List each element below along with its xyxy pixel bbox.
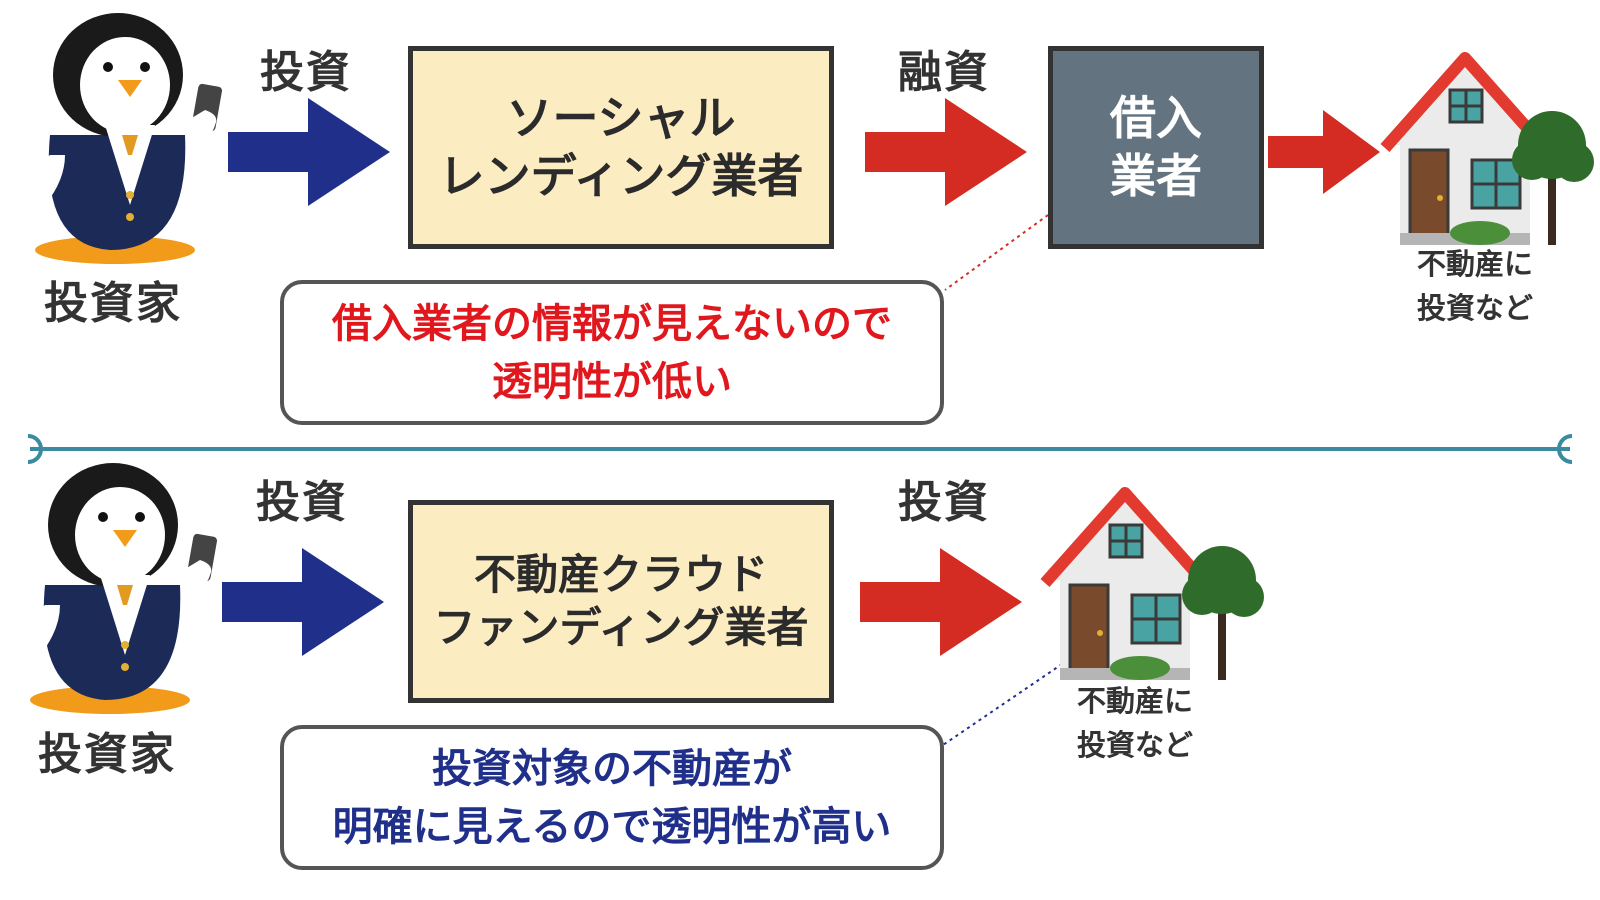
penguin-investor-icon — [33, 13, 223, 264]
borrower-box: 借入 業者 — [1048, 46, 1264, 249]
bottom-invest-label-2: 投資 — [898, 477, 990, 528]
crowdfunding-line1: 不動産クラウド — [473, 550, 768, 599]
loan-arrow — [865, 98, 1027, 206]
top-invest-label: 投資 — [260, 47, 352, 98]
bottom-house-caption-line1: 不動産に — [1076, 684, 1193, 718]
bottom-investor-label: 投資家 — [38, 729, 176, 780]
crowdfunding-box: 不動産クラウド ファンディング業者 — [408, 500, 834, 703]
top-house-icon — [1380, 52, 1594, 245]
bottom-note: 投資対象の不動産が 明確に見えるので透明性が高い — [280, 725, 944, 870]
top-invest-arrow — [228, 98, 390, 206]
top-note: 借入業者の情報が見えないので 透明性が低い — [280, 280, 944, 425]
top-investor-label: 投資家 — [44, 278, 182, 329]
top-note-line2: 透明性が低い — [492, 358, 732, 405]
tree-icon-bottom — [1182, 546, 1264, 680]
bottom-note-line2: 明確に見えるので透明性が高い — [332, 803, 892, 850]
bottom-house-icon — [1040, 487, 1264, 680]
top-house-caption: 不動産に 投資など — [1395, 243, 1555, 330]
bottom-house-arrow — [860, 548, 1022, 656]
borrower-line1: 借入 — [1110, 91, 1202, 145]
bottom-invest-label: 投資 — [256, 477, 348, 528]
top-house-arrow — [1268, 110, 1380, 194]
crowdfunding-line2: ファンディング業者 — [433, 602, 809, 652]
top-house-caption-line2: 投資など — [1416, 290, 1533, 325]
social-lending-line1: ソーシャル — [506, 91, 736, 145]
social-lending-box: ソーシャル レンディング業者 — [408, 46, 834, 249]
tree-icon — [1512, 111, 1594, 245]
bottom-house-caption-line2: 投資など — [1076, 727, 1193, 762]
penguin-investor-icon-bottom — [28, 463, 218, 714]
loan-label: 融資 — [898, 47, 990, 98]
top-dotted-connector — [944, 214, 1049, 291]
bottom-note-line1: 投資対象の不動産が — [432, 745, 792, 792]
borrower-line2: 業者 — [1110, 148, 1202, 203]
top-note-line1: 借入業者の情報が見えないので — [332, 300, 892, 347]
bottom-invest-arrow — [222, 548, 384, 656]
social-lending-line2: レンディング業者 — [438, 148, 804, 203]
bottom-house-caption: 不動産に 投資など — [1055, 680, 1215, 767]
top-house-caption-line1: 不動産に — [1416, 247, 1533, 281]
